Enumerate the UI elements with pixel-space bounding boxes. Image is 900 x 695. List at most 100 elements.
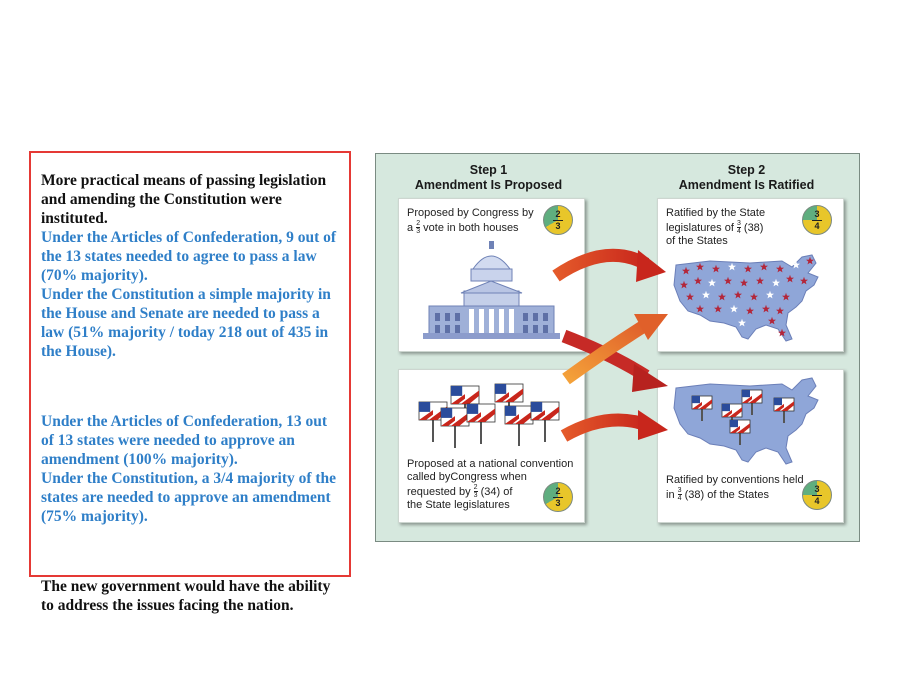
map-star-icon — [740, 278, 748, 287]
step2-number: Step 2 — [727, 163, 766, 177]
map-star-icon — [744, 264, 752, 273]
arrow-convention-to-legislatures-head — [634, 314, 668, 340]
text-line — [41, 542, 339, 561]
step1-heading: Step 1 Amendment Is Proposed — [396, 163, 581, 193]
flag-sign-icon — [440, 407, 470, 448]
map-star-icon — [778, 328, 786, 337]
map-star-icon — [730, 304, 738, 313]
map-star-icon — [696, 304, 704, 313]
text-line: states are needed to approve an amendmen… — [41, 489, 331, 506]
flag-sign-icon — [729, 419, 751, 445]
congress-text-line1: Proposed by Congress by — [407, 207, 534, 219]
step2-heading: Step 2 Amendment Is Ratified — [654, 163, 839, 193]
convention-text-line2: called byCongress when — [407, 471, 527, 483]
capitol-building-icon — [423, 241, 560, 339]
arrow-convention-to-legislatures — [562, 320, 648, 385]
flag-sign-icon — [741, 389, 763, 415]
text-line: (75% majority). — [41, 508, 148, 525]
map-star-icon — [806, 256, 814, 265]
text-line: the 13 states needed to agree to pass a … — [41, 248, 317, 265]
map-star-icon — [680, 280, 688, 289]
arrow-convention-to-conventions — [560, 413, 646, 442]
map-star-icon — [756, 276, 764, 285]
legislatures-text-line3: of the States — [666, 235, 728, 247]
text-line — [41, 377, 339, 396]
text-line: the House and Senate are needed to pass … — [41, 305, 320, 322]
panel-proposed-by-convention: Proposed at a national convention called… — [398, 369, 585, 523]
flag-sign-icon — [721, 403, 743, 429]
text-line: to address the issues facing the nation. — [41, 597, 294, 614]
map-star-icon — [792, 260, 800, 269]
flag-sign-icon — [691, 395, 713, 421]
map-star-icon — [724, 276, 732, 285]
convention-text-line1: Proposed at a national convention — [407, 458, 574, 470]
map-star-icon — [708, 278, 716, 287]
flag-sign-icon — [773, 397, 795, 423]
flag-sign-icon — [530, 401, 560, 442]
text-line: Under the Constitution a simple majority… — [41, 286, 331, 303]
arrow-congress-to-conventions-head — [632, 364, 668, 392]
map-star-icon — [762, 304, 770, 313]
map-star-icon — [738, 318, 746, 327]
text-line: Under the Constitution, a 3/4 majority o… — [41, 470, 337, 487]
text-line: The new government would have the abilit… — [41, 578, 331, 595]
map-star-icon — [746, 306, 754, 315]
map-star-icon — [714, 304, 722, 313]
map-star-icon — [766, 290, 774, 299]
text-line: and amending the Constitution were — [41, 191, 282, 208]
flag-sign-icon — [466, 403, 496, 444]
map-star-icon — [772, 278, 780, 287]
arrow-convention-to-conventions-head — [638, 410, 668, 440]
map-star-icon — [712, 264, 720, 273]
legislatures-text-line1: Ratified by the State — [666, 207, 766, 219]
map-star-icon — [694, 276, 702, 285]
map-star-icon — [800, 276, 808, 285]
text-line: Under the Articles of Confederation, 9 o… — [41, 229, 337, 246]
text-line: the House). — [41, 343, 116, 360]
amendment-process-diagram: Step 1 Amendment Is Proposed Step 2 Amen… — [375, 153, 860, 542]
map-star-icon — [718, 292, 726, 301]
map-star-icon — [776, 306, 784, 315]
map-star-icon — [782, 292, 790, 301]
convention-text: Proposed at a national convention called… — [407, 458, 573, 512]
text-line: amendment (100% majority). — [41, 451, 238, 468]
convention-text-line4: the State legislatures — [407, 499, 510, 511]
us-map-stars-icon — [673, 254, 819, 342]
text-line: of 13 states were needed to approve an — [41, 432, 295, 449]
conventions-text-line1: Ratified by conventions held — [666, 474, 804, 486]
us-map-flags-icon — [673, 377, 819, 465]
map-star-icon — [750, 292, 758, 301]
protest-signs-icon — [418, 383, 560, 448]
arrow-congress-to-legislatures-head — [636, 250, 666, 282]
text-line: More practical means of passing legislat… — [41, 172, 327, 189]
text-line: Under the Articles of Confederation, 13 … — [41, 413, 328, 430]
map-star-icon — [786, 274, 794, 283]
step1-number: Step 1 — [469, 163, 508, 177]
map-star-icon — [760, 262, 768, 271]
map-star-icon — [682, 266, 690, 275]
map-star-icon — [776, 264, 784, 273]
map-star-icon — [702, 290, 710, 299]
arrow-congress-to-legislatures — [552, 248, 650, 282]
explanation-text-box: More practical means of passing legislat… — [29, 151, 351, 614]
text-line: (70% majority). — [41, 267, 148, 284]
map-star-icon — [734, 290, 742, 299]
